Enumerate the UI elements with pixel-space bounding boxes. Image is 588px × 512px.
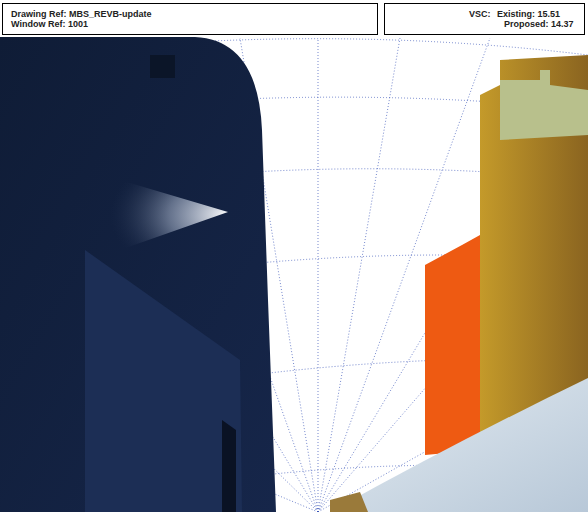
ground-detail — [330, 492, 368, 512]
header-box: VSC: Existing: 15.51Proposed: 14.37 — [384, 3, 585, 35]
header-text: Proposed: 14.37 — [504, 19, 574, 29]
header-text: Drawing Ref: MBS_REVB-update — [11, 9, 152, 19]
header-text: VSC: — [469, 9, 491, 19]
obstructing-building — [425, 235, 480, 455]
header-text: Window Ref: 1001 — [11, 19, 88, 29]
header-box: Drawing Ref: MBS_REVB-updateWindow Ref: … — [2, 3, 378, 35]
sky-ground — [0, 37, 588, 512]
sun-reflection — [110, 180, 228, 250]
ground-surface — [330, 378, 588, 512]
building-top — [500, 70, 588, 140]
building-detail — [150, 55, 175, 78]
building-detail — [222, 420, 236, 512]
obstructing-building — [0, 37, 276, 512]
building-face — [85, 250, 242, 512]
header-text: Existing: 15.51 — [497, 9, 560, 19]
sky-grid — [0, 38, 588, 512]
